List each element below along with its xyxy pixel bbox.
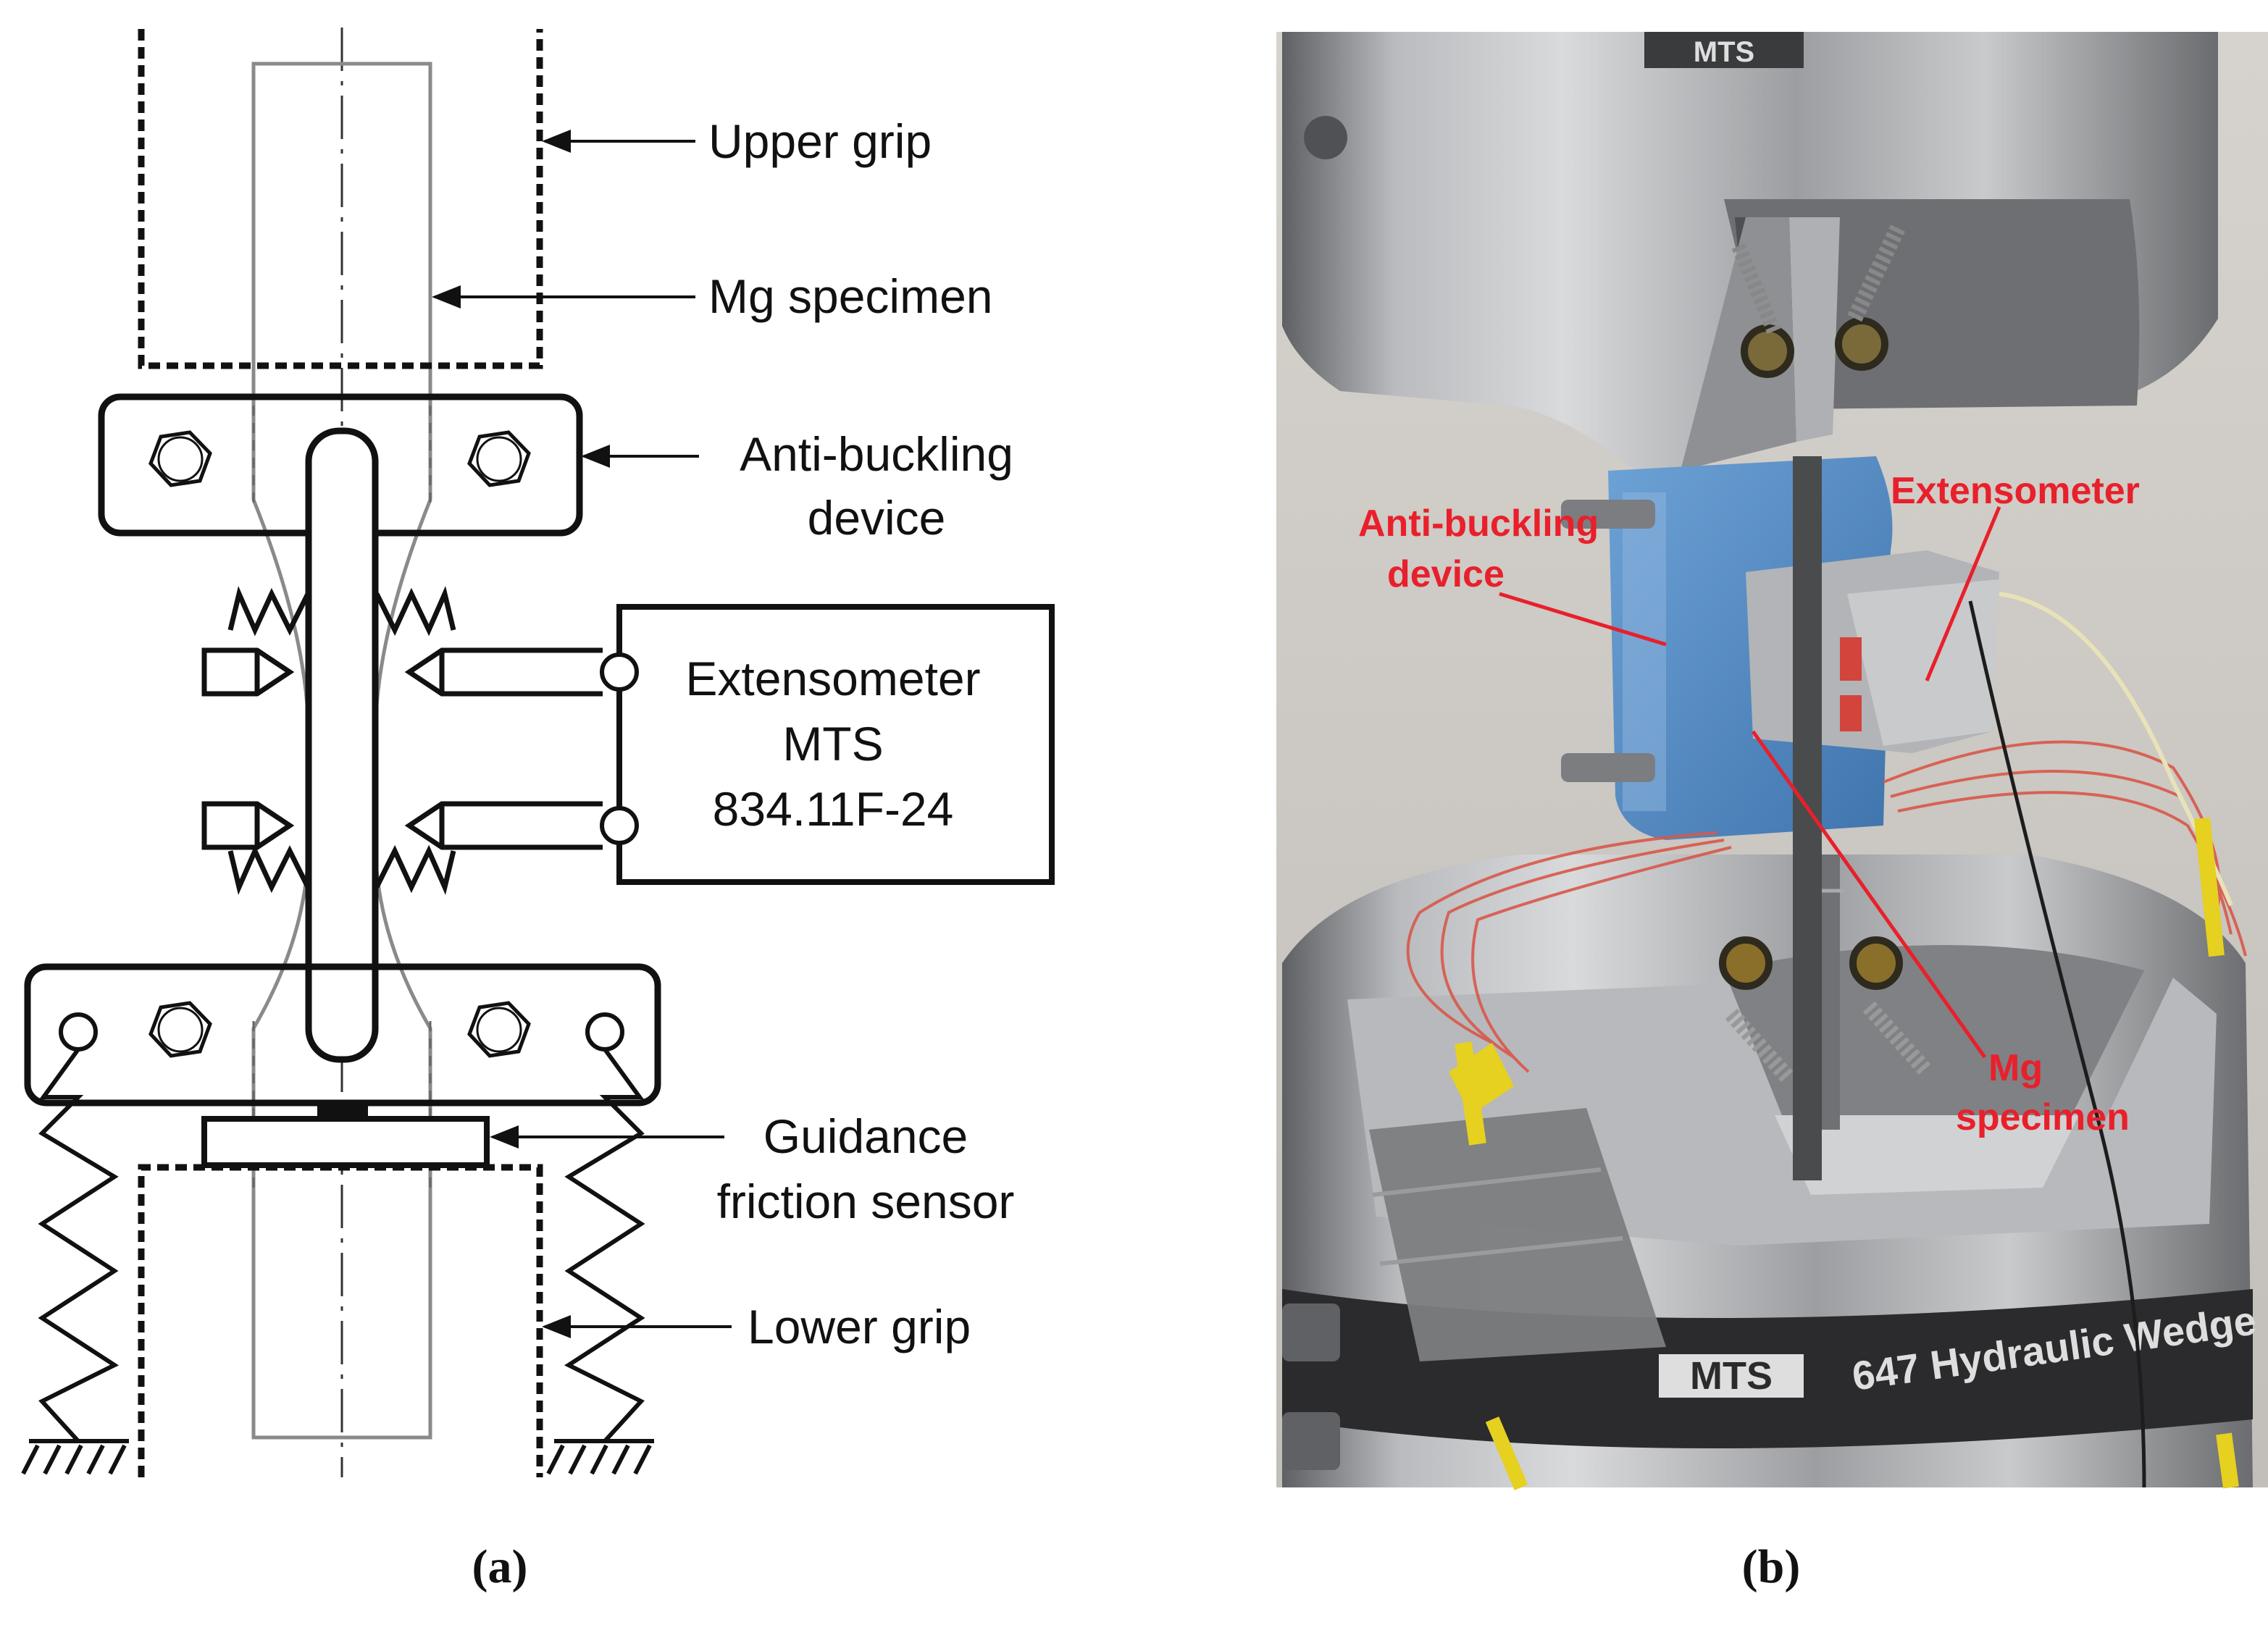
extensometer-box <box>616 604 1055 885</box>
caption-a: (a) <box>472 1540 528 1593</box>
photo-anti-buckling-label-line1: Anti-buckling <box>1358 503 1599 545</box>
mg-specimen-label: Mg specimen <box>708 269 993 323</box>
mg-specimen-pointer <box>1751 730 1987 1059</box>
friction-sensor-contact <box>317 1102 368 1118</box>
guidance-label-line2: friction sensor <box>717 1175 1015 1228</box>
photo-frame: MTS MTS 647 Hydraulic Wedge <box>1276 32 2268 1490</box>
svg-text:MTS: MTS <box>1690 1354 1773 1398</box>
photo-mg-specimen <box>1793 456 1822 1180</box>
schematic-diagram: Extensometer MTS 834.11F-24 <box>21 28 1055 1593</box>
lower-grip <box>138 1164 543 1477</box>
anti-buckling-label-line1: Anti-buckling <box>740 427 1013 481</box>
anti-buckling-label-line2: device <box>808 491 946 545</box>
ground-left-icon <box>21 1439 129 1475</box>
anti-buckling-pointer <box>1499 592 1667 647</box>
svg-text:MTS: MTS <box>1694 36 1754 68</box>
bolt-icon <box>467 1001 531 1058</box>
guidance-label-line1: Guidance <box>763 1109 968 1163</box>
extensometer-upper-knife-edges <box>201 586 603 697</box>
upper-grip-label: Upper grip <box>708 114 932 168</box>
photo-anti-buckling-label-line2: device <box>1387 553 1505 595</box>
bolt-icon <box>148 1001 212 1058</box>
mg-specimen-outline <box>251 62 432 1440</box>
left-spring <box>38 1048 120 1443</box>
right-spring <box>564 1048 645 1443</box>
bolt-icon <box>148 430 212 487</box>
extensometer-label-line2: MTS <box>782 717 883 771</box>
lower-grip-label: Lower grip <box>748 1300 971 1353</box>
bolt-icon <box>467 430 531 487</box>
photo-mg-label-line1: Mg <box>1988 1047 2043 1089</box>
ground-right-icon <box>546 1439 654 1475</box>
extensometer-pointer <box>1925 506 2001 681</box>
guidance-friction-sensor <box>201 1116 490 1168</box>
photo-extensometer-label: Extensometer <box>1891 470 2140 512</box>
anti-buckling-center-bar <box>305 427 379 1063</box>
upper-grip <box>138 29 543 369</box>
extensometer-label-line1: Extensometer <box>685 652 980 705</box>
photo-mg-label-line2: specimen <box>1956 1096 2130 1138</box>
caption-b: (b) <box>1742 1540 1801 1593</box>
extensometer-lower-knife-edges <box>201 801 603 895</box>
extensometer-label-line3: 834.11F-24 <box>713 782 954 836</box>
